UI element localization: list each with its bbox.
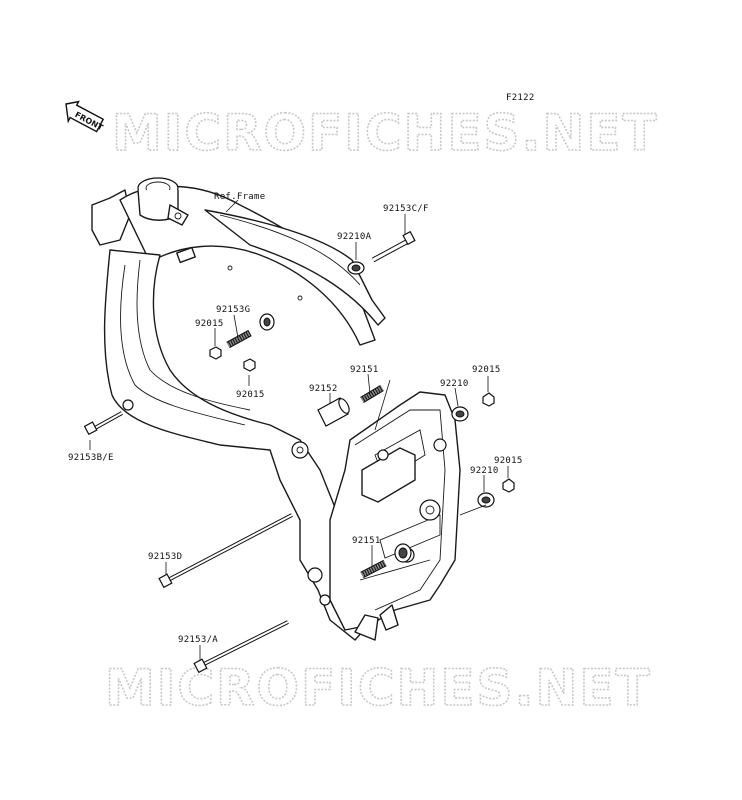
label-92210a: 92210A	[337, 232, 372, 242]
nut-92015-d	[502, 478, 515, 493]
label-92210-a: 92210	[440, 379, 469, 389]
nut-92015-c	[482, 392, 495, 407]
label-92153a: 92153/A	[178, 635, 218, 645]
label-92015-a: 92015	[195, 319, 224, 329]
watermark-top: MICROFICHES.NET	[112, 104, 659, 162]
collar-92210a	[347, 261, 365, 275]
watermark-bottom: MICROFICHES.NET	[105, 659, 652, 717]
bolt-92153be	[83, 411, 123, 436]
motorcycle-frame	[91, 177, 461, 641]
nut-92015-b	[243, 358, 256, 372]
front-arrow-icon: FRONT	[65, 100, 105, 133]
stud-92153g	[226, 313, 275, 349]
bolt-92153d	[158, 513, 293, 589]
label-92152: 92152	[309, 384, 338, 394]
collar-92210-a	[451, 406, 469, 422]
stud-92151-a	[360, 384, 384, 404]
label-92153be: 92153B/E	[68, 453, 114, 463]
label-92153g: 92153G	[216, 305, 250, 315]
label-92151-a: 92151	[350, 365, 379, 375]
stud-92151-b	[360, 543, 412, 579]
figure-code: F2122	[506, 93, 535, 103]
label-92015-b: 92015	[236, 390, 265, 400]
label-ref-frame: Ref.Frame	[214, 192, 265, 202]
collar-92210-b	[477, 492, 495, 508]
label-92153cf: 92153C/F	[383, 204, 429, 214]
nut-92015-a	[209, 346, 222, 360]
bolt-92153a	[193, 620, 289, 674]
bolt-92153cf	[371, 230, 416, 263]
label-92015-d: 92015	[494, 456, 523, 466]
spacer-92152	[317, 397, 350, 427]
leader-lines	[89, 199, 509, 660]
label-92210-b: 92210	[470, 466, 499, 476]
label-92015-c: 92015	[472, 365, 501, 375]
label-92151-b: 92151	[352, 536, 381, 546]
label-92153d: 92153D	[148, 552, 182, 562]
